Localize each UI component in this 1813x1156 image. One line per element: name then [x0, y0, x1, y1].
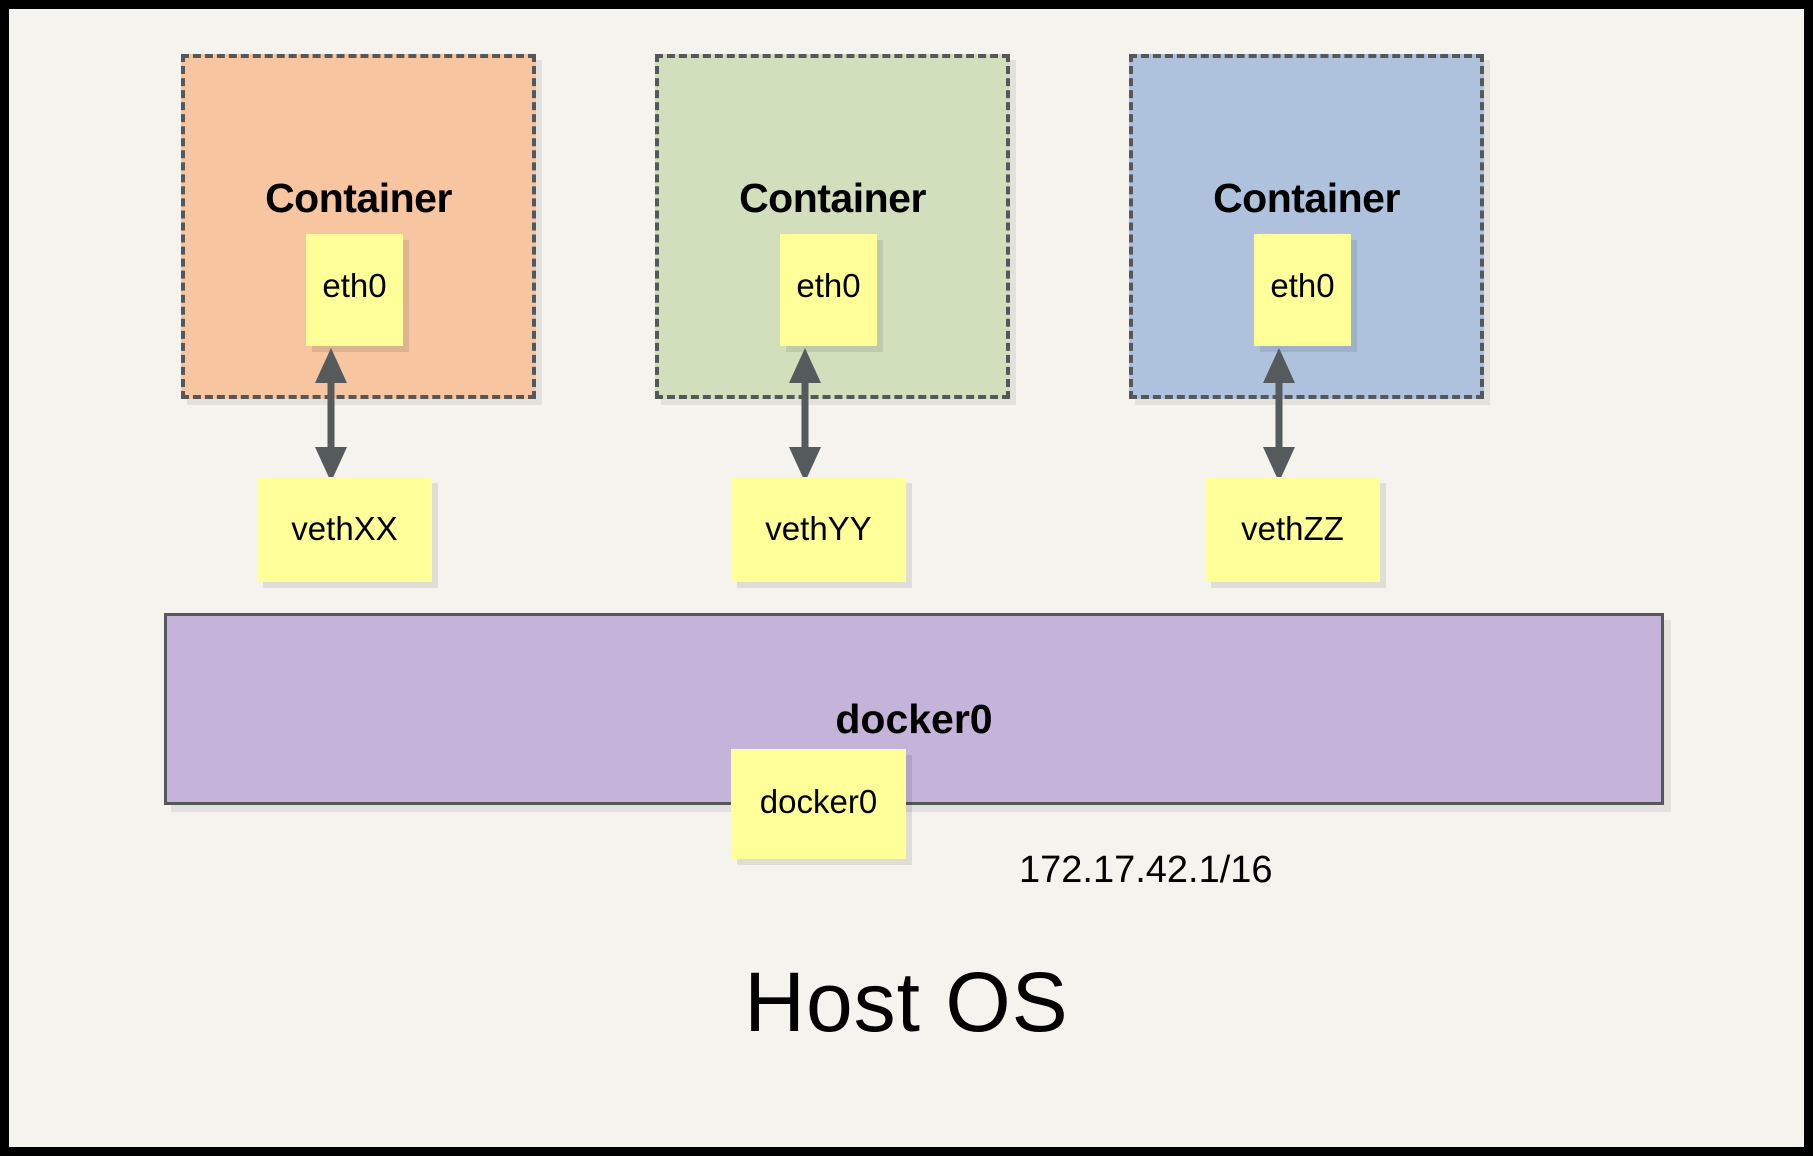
veth-link-arrow-1: [315, 348, 347, 482]
container-eth0-2[interactable]: eth0: [780, 234, 877, 346]
veth-label-3: vethZZ: [1241, 510, 1344, 547]
container-eth0-3[interactable]: eth0: [1254, 234, 1351, 346]
container-box-3[interactable]: [1129, 54, 1484, 399]
docker0-interface-label: docker0: [759, 783, 878, 820]
veth-link-arrow-3: [1263, 348, 1295, 482]
veth-link-arrow-2: [789, 348, 821, 482]
docker0-bridge-label: docker0: [835, 696, 993, 742]
container-eth0-label-2: eth0: [796, 267, 861, 304]
container-box-2[interactable]: [655, 54, 1010, 399]
veth-label-2: vethYY: [765, 510, 872, 547]
veth-label-1: vethXX: [291, 510, 398, 547]
veth-box-3[interactable]: vethZZ: [1205, 477, 1380, 582]
container-label-1: Container: [265, 175, 452, 221]
docker0-bridge-bar[interactable]: [164, 613, 1664, 805]
container-label-2: Container: [739, 175, 926, 221]
container-eth0-label-1: eth0: [322, 267, 387, 304]
veth-box-1[interactable]: vethXX: [257, 477, 432, 582]
docker0-ip-label: 172.17.42.1/16: [1019, 849, 1273, 891]
container-label-3: Container: [1213, 175, 1400, 221]
diagram-stage: Container eth0 Container eth0 Container …: [9, 9, 1804, 1147]
container-box-1[interactable]: [181, 54, 536, 399]
docker0-interface-box[interactable]: docker0: [731, 749, 906, 859]
container-eth0-label-3: eth0: [1270, 267, 1335, 304]
host-os-label: Host OS: [744, 955, 1069, 1049]
container-eth0-1[interactable]: eth0: [306, 234, 403, 346]
veth-box-2[interactable]: vethYY: [731, 477, 906, 582]
